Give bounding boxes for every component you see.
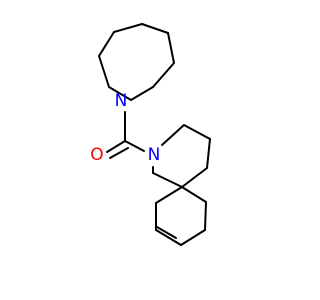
bond — [109, 147, 129, 159]
bond — [152, 172, 183, 188]
piperidine-ring — [152, 124, 211, 188]
bond — [206, 138, 211, 169]
bond — [106, 140, 126, 153]
bond — [124, 140, 145, 152]
bond — [152, 62, 175, 88]
bond — [108, 86, 132, 101]
structure-diagram: N O N — [90, 23, 211, 246]
bond — [204, 201, 207, 231]
bond — [180, 229, 206, 246]
bond — [181, 186, 207, 203]
bond — [98, 55, 110, 88]
bond — [113, 23, 143, 33]
bond — [156, 226, 177, 239]
azepane-ring — [98, 23, 175, 101]
bond — [155, 229, 182, 246]
bond — [141, 23, 169, 34]
bond — [130, 86, 154, 101]
atom-label-n-piperidine: N — [148, 145, 161, 165]
bond — [161, 124, 185, 146]
cyclohexene-ring — [155, 186, 207, 246]
bond — [155, 186, 183, 204]
bond — [181, 167, 208, 188]
atom-label-n-azepane: N — [115, 91, 128, 111]
atom-label-o-carbonyl: O — [90, 145, 103, 165]
bond — [98, 31, 115, 57]
carbonyl-group — [106, 111, 145, 159]
bond — [183, 124, 211, 140]
bond — [167, 32, 175, 64]
